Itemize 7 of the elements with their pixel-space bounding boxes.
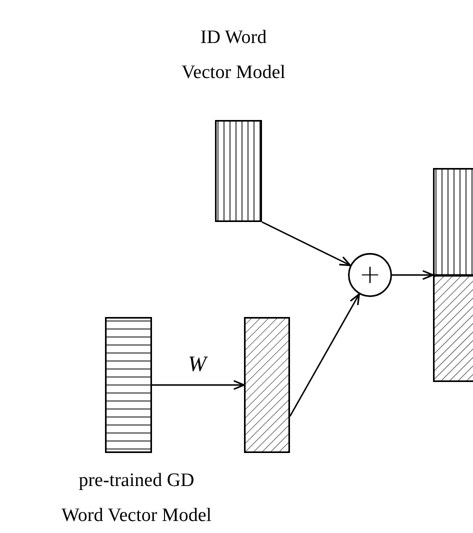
arrow	[289, 293, 360, 417]
sum-circle: +	[348, 253, 392, 297]
arrow	[152, 380, 245, 390]
arrow	[262, 221, 352, 266]
model-label: pre-trained GD Word Vector Model	[60, 469, 212, 528]
model-label: ID Word Vector Model	[180, 26, 286, 85]
arrow	[392, 270, 434, 280]
